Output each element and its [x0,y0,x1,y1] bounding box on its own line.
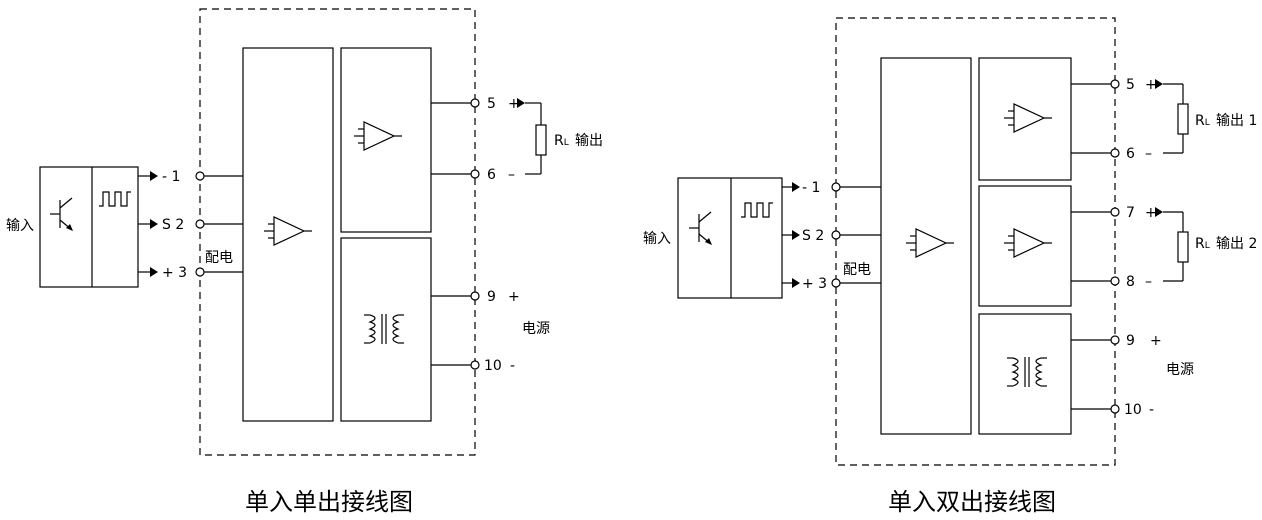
right-load-resistor-2 [1177,231,1189,263]
right-terminal-3: + 3 [802,276,827,292]
right-rl2-label: RL [1195,236,1210,252]
left-out-t6: 6 [487,167,496,183]
left-pwr-minus: - [510,358,515,374]
right-terminal-1: - 1 [802,180,820,196]
right-rl1-label: RL [1195,113,1210,129]
left-pwr-t9: 9 [487,289,496,305]
left-input-module [39,166,139,288]
right-terminal-2: S 2 [802,228,824,244]
right-out1-minus: – [1145,146,1152,162]
right-pwr-t9: 9 [1126,333,1135,349]
right-pwr-t10: 10 [1124,402,1142,418]
left-diagram: 输入 - 1 S 2 + 3 配电 5 + 6 – 9 + 10 - 电源 [6,8,603,516]
left-pwr-t10: 10 [484,358,502,374]
left-terminal-1: - 1 [162,169,180,185]
left-input-label: 输入 [6,218,34,234]
right-out2-t7: 7 [1126,205,1135,221]
left-out-t5: 5 [487,96,496,112]
left-enclosure [199,8,476,456]
right-out2-minus: – [1145,274,1152,290]
left-main-block [242,47,334,422]
right-output1-label: 输出 1 [1216,113,1257,129]
left-caption: 单入单出接线图 [245,488,413,516]
left-pwr-plus: + [508,289,520,305]
right-out2-plus: + [1145,205,1157,221]
left-supply-label: 配电 [205,250,233,266]
left-output-label: 输出 [575,133,603,149]
right-output1-block [978,57,1072,181]
left-terminal-3: + 3 [162,265,187,281]
right-caption: 单入双出接线图 [888,488,1056,516]
right-supply-label: 配电 [843,262,871,278]
right-power-label: 电源 [1166,362,1194,378]
right-out1-t6: 6 [1126,146,1135,162]
right-out1-t5: 5 [1126,77,1135,93]
left-load-resistor [535,124,547,156]
right-pwr-minus: - [1149,402,1154,418]
right-diagram: 输入 - 1 S 2 + 3 配电 5 + 6 – 7 + 8 – 9 + 10 [643,17,1257,516]
right-output2-block [978,185,1072,307]
right-main-block [880,57,972,435]
left-power-label: 电源 [522,321,550,337]
left-out-minus: – [508,167,515,183]
right-input-label: 输入 [643,231,671,247]
right-input-module [677,177,783,299]
left-terminal-2: S 2 [162,217,184,233]
right-pwr-plus: + [1150,333,1162,349]
right-output2-label: 输出 2 [1216,236,1257,252]
left-rl-label: RL [554,133,569,149]
left-out-plus: + [508,96,520,112]
right-out2-t8: 8 [1126,274,1135,290]
right-load-resistor-1 [1177,103,1189,135]
right-enclosure [835,17,1116,466]
right-out1-plus: + [1145,77,1157,93]
